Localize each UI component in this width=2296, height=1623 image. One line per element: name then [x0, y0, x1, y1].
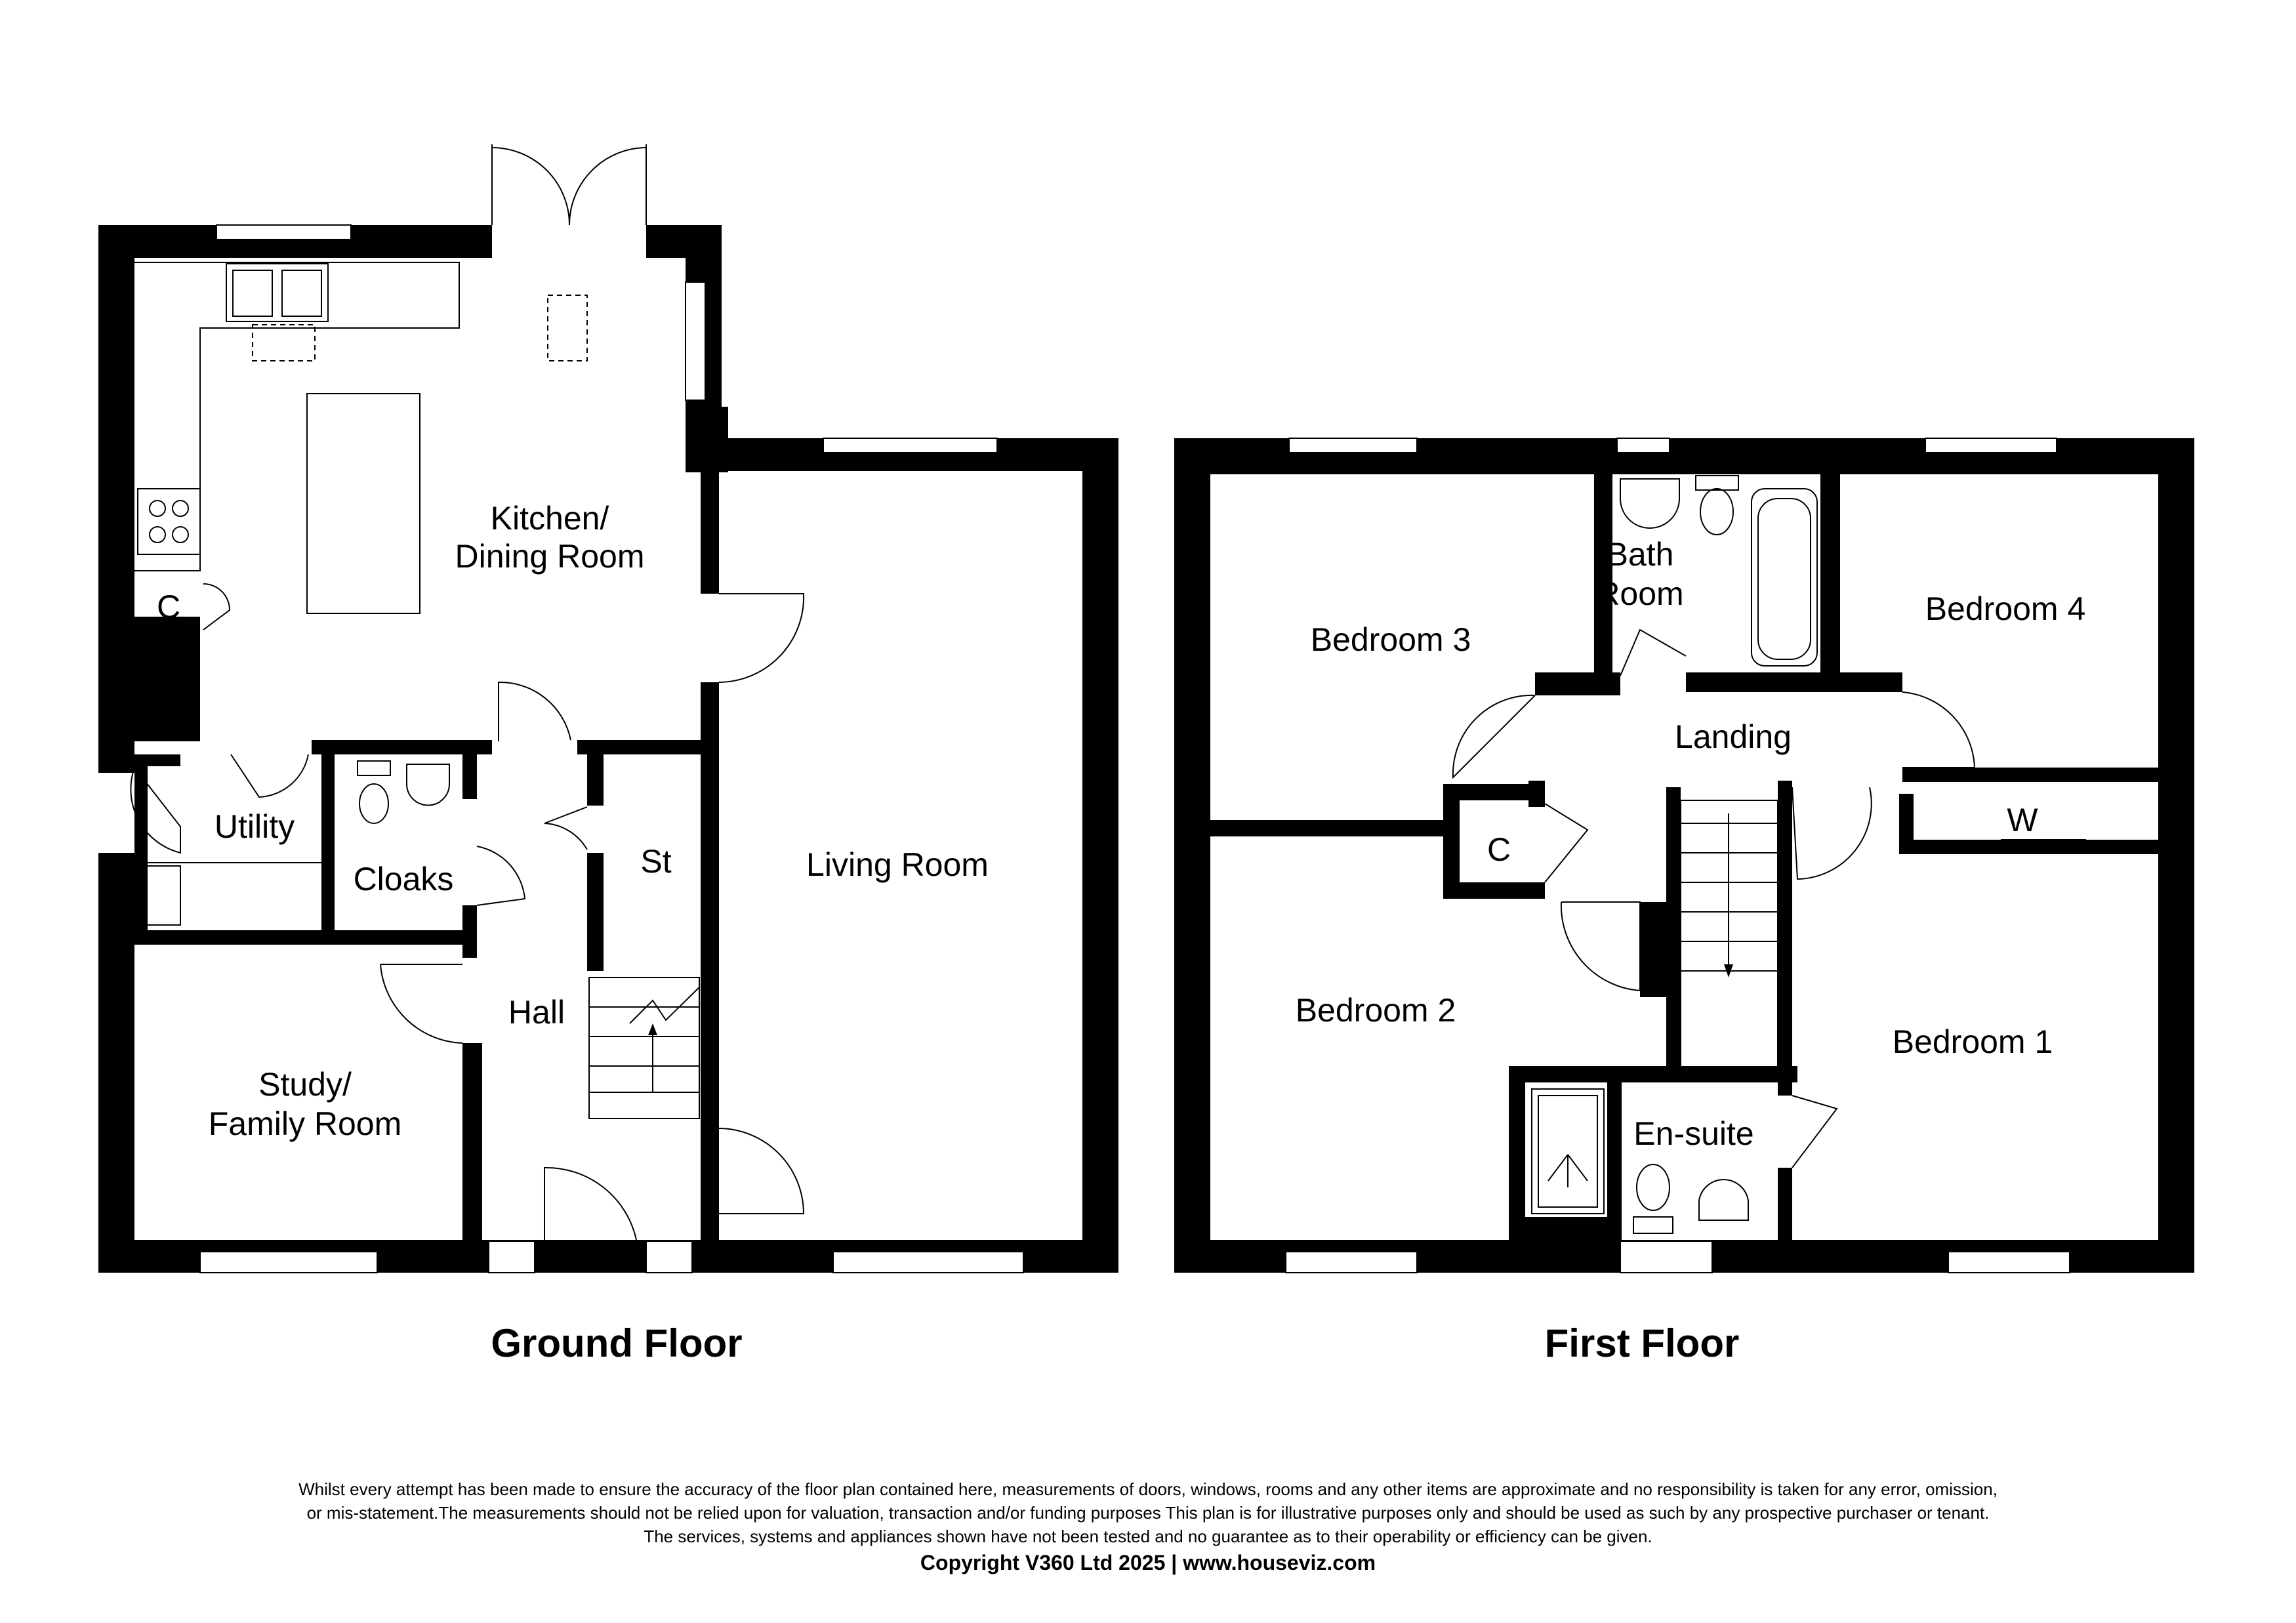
ground-floor-title: Ground Floor: [491, 1321, 742, 1365]
first-floor-windows: [1285, 438, 2070, 1273]
disclaimer: Whilst every attempt has been made to en…: [164, 1477, 2132, 1577]
bedroom1-label: Bedroom 1: [1893, 1023, 2053, 1060]
first-floor-doors: [1452, 628, 1976, 1168]
landing-label: Landing: [1675, 718, 1792, 755]
disclaimer-line-2: or mis-statement.The measurements should…: [306, 1503, 1990, 1523]
cupboard-label: C: [157, 588, 180, 625]
basin-icon: [1698, 1179, 1749, 1221]
first-floor-plan: Bedroom 3 Bath Room Bedroom 4 Landing C …: [1174, 438, 2194, 1365]
shower-icon: [1531, 1088, 1605, 1214]
wardrobe-fittings: [1929, 839, 2145, 847]
copyright-text: Copyright V360 Ltd 2025 | www.houseviz.c…: [920, 1551, 1376, 1574]
utility-label: Utility: [215, 808, 295, 845]
disclaimer-line-3: The services, systems and appliances sho…: [644, 1527, 1652, 1546]
hob-icon: [137, 488, 201, 555]
ground-floor-doors: [130, 583, 805, 1241]
ground-floor-labels: Kitchen/ Dining Room C Utility Cloaks St…: [157, 500, 989, 1142]
ground-floor-stairs: [588, 977, 700, 1119]
first-floor-labels: Bedroom 3 Bath Room Bedroom 4 Landing C …: [1296, 536, 2086, 1152]
cloaks-fittings: [357, 760, 450, 824]
disclaimer-line-1: Whilst every attempt has been made to en…: [298, 1479, 1998, 1499]
kitchen-french-doors: [491, 144, 647, 226]
sink-icon: [226, 263, 329, 322]
toilet-icon: [1636, 1164, 1670, 1211]
kitchen-label-line1: Kitchen/: [491, 500, 609, 537]
kitchen-label-line2: Dining Room: [455, 538, 644, 575]
study-label-line1: Study/: [258, 1066, 352, 1103]
toilet-icon: [1700, 488, 1734, 535]
toilet-icon: [359, 783, 389, 824]
ground-floor-plan: Kitchen/ Dining Room C Utility Cloaks St…: [98, 144, 1118, 1365]
store-label: St: [640, 843, 671, 880]
study-label-line2: Family Room: [209, 1105, 401, 1142]
first-floor-title: First Floor: [1545, 1321, 1740, 1365]
bath-label-line1: Bath: [1607, 536, 1674, 573]
kitchen-fittings: [134, 262, 588, 926]
cloaks-label: Cloaks: [354, 861, 454, 897]
basin-icon: [406, 764, 450, 806]
cupboard-label: C: [1487, 831, 1511, 868]
bath-label-line2: Room: [1596, 575, 1683, 612]
ensuite-label: En-suite: [1633, 1115, 1753, 1152]
bedroom4-label: Bedroom 4: [1925, 590, 2086, 627]
first-floor-stairs: [1680, 800, 1778, 1070]
bedroom3-label: Bedroom 3: [1311, 621, 1471, 658]
hall-label: Hall: [508, 994, 565, 1031]
basin-icon: [1620, 478, 1680, 529]
kitchen-island: [306, 393, 420, 614]
bathroom-fittings: [1620, 475, 1818, 667]
ground-floor-windows: [199, 224, 1024, 1273]
bedroom2-label: Bedroom 2: [1296, 992, 1456, 1029]
wardrobe-label: W: [2007, 802, 2038, 838]
ensuite-fittings: [1531, 1088, 1749, 1234]
bath-icon: [1751, 488, 1818, 667]
living-room-label: Living Room: [806, 846, 989, 883]
